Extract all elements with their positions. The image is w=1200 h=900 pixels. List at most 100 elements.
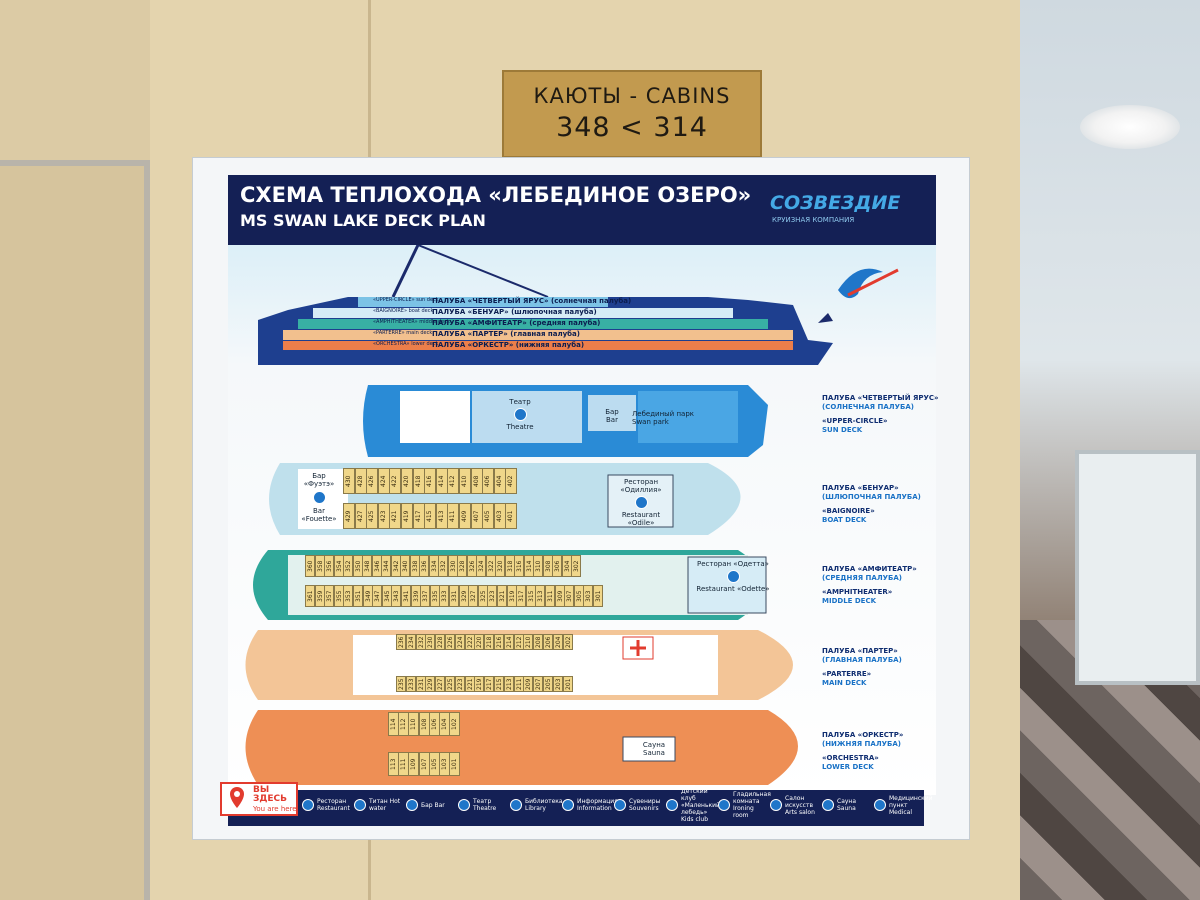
sun-deck-open-area (400, 391, 470, 443)
cabin-303: 303 (583, 585, 594, 607)
ceiling-light (1080, 105, 1180, 149)
plaque-range: 348 < 314 (556, 112, 708, 143)
cabin-410: 410 (459, 468, 471, 494)
cabin-110: 110 (408, 712, 420, 736)
sauna-room (622, 736, 676, 762)
cabin-214: 214 (503, 634, 514, 650)
cabin-311: 311 (545, 585, 555, 607)
cabin-358: 358 (314, 555, 325, 577)
cabin-419: 419 (401, 503, 413, 529)
side-short-main: «PARTERRE» main deck (373, 330, 433, 336)
cabin-427: 427 (354, 503, 367, 529)
swan-logo-icon (838, 268, 883, 299)
legend-item: Ресторан Restaurant (302, 795, 355, 815)
cabin-230: 230 (425, 634, 436, 650)
legend-bar (228, 790, 924, 826)
cabin-324: 324 (476, 555, 486, 577)
cabin-344: 344 (381, 555, 391, 577)
deck-label-orchestra: ПАЛУБА «ОРКЕСТР»(НИЖНЯЯ ПАЛУБА) «ORCHEST… (822, 731, 904, 771)
cabin-234: 234 (405, 634, 416, 650)
side-short-middle: «AMPHITHEATER» middle deck (373, 319, 450, 325)
cabin-224: 224 (454, 634, 465, 650)
cabin-342: 342 (390, 555, 401, 577)
cabin-223: 223 (454, 676, 465, 692)
cabin-308: 308 (542, 555, 553, 577)
legend-item: Детский клуб «Маленький лебедь» Kids clu… (666, 788, 720, 823)
cabin-421: 421 (389, 503, 402, 529)
cabin-304: 304 (561, 555, 572, 577)
odette-room (687, 556, 767, 614)
cabin-414: 414 (435, 468, 448, 494)
you-are-here-en: You are here (253, 805, 297, 813)
cabin-229: 229 (425, 676, 436, 692)
cabin-102: 102 (449, 712, 461, 736)
cabin-341: 341 (401, 585, 411, 607)
cabin-422: 422 (389, 468, 402, 494)
cabin-317: 317 (516, 585, 527, 607)
cabin-307: 307 (564, 585, 575, 607)
cabin-404: 404 (493, 468, 506, 494)
cabin-219: 219 (474, 676, 485, 692)
side-deck-main: ПАЛУБА «ПАРТЕР» (главная палуба) (432, 330, 580, 338)
legend-icon (510, 799, 522, 811)
cabin-228: 228 (435, 634, 446, 650)
cabin-225: 225 (445, 676, 455, 692)
odile-label: Ресторан «Одиллия» Restaurant «Odile» (620, 478, 662, 527)
cabin-314: 314 (523, 555, 534, 577)
cabins-plaque: КАЮТЫ - CABINS 348 < 314 (502, 70, 762, 158)
cabin-424: 424 (377, 468, 390, 494)
cabin-321: 321 (497, 585, 507, 607)
cabin-348: 348 (362, 555, 372, 577)
cabin-323: 323 (487, 585, 498, 607)
cabin-360: 360 (305, 555, 315, 577)
cabin-202: 202 (562, 634, 573, 650)
cabin-338: 338 (409, 555, 420, 577)
cabin-411: 411 (447, 503, 460, 529)
bar-fouette-label: Бар «Фуэтэ» Bar «Fouette» (301, 472, 337, 523)
cabin-405: 405 (482, 503, 495, 529)
cabin-347: 347 (372, 585, 383, 607)
side-amphitheater (298, 319, 768, 329)
cabin-322: 322 (485, 555, 496, 577)
deck-label-parterre: ПАЛУБА «ПАРТЕР»(ГЛАВНАЯ ПАЛУБА) «PARTERR… (822, 647, 902, 687)
cabin-218: 218 (484, 634, 495, 650)
cabin-301: 301 (593, 585, 603, 607)
legend-icon (562, 799, 574, 811)
cabin-204: 204 (552, 634, 563, 650)
cabin-430: 430 (343, 468, 355, 494)
theatre-room (472, 391, 582, 443)
ship-boom (417, 245, 549, 298)
legend-icon (718, 799, 730, 811)
cabin-350: 350 (352, 555, 363, 577)
odette-label: Ресторан «Одетта» Restaurant «Odette» (696, 560, 770, 593)
cabin-407: 407 (470, 503, 483, 529)
cabin-353: 353 (343, 585, 354, 607)
cabin-336: 336 (419, 555, 429, 577)
cabin-235: 235 (396, 676, 406, 692)
side-short-upper: «UPPER-CIRCLE» sun deck (373, 297, 439, 303)
ship-flag-icon (818, 313, 833, 323)
cabin-108: 108 (418, 712, 430, 736)
cabin-416: 416 (424, 468, 437, 494)
cabin-328: 328 (457, 555, 467, 577)
legend-item: Сувениры Souvenirs (614, 795, 667, 815)
legend-icon (406, 799, 418, 811)
cabin-423: 423 (377, 503, 390, 529)
side-parterre (283, 330, 793, 340)
location-pin-icon (230, 787, 244, 808)
cabin-346: 346 (371, 555, 382, 577)
cabin-331: 331 (449, 585, 459, 607)
cabin-201: 201 (562, 676, 573, 692)
legend-item: Гладильная комната Ironing room (718, 791, 771, 819)
cabin-313: 313 (535, 585, 546, 607)
cabin-210: 210 (523, 634, 534, 650)
legend-icon (770, 799, 782, 811)
cabin-306: 306 (552, 555, 562, 577)
cabin-334: 334 (428, 555, 439, 577)
legend-icon (354, 799, 366, 811)
cabin-408: 408 (470, 468, 483, 494)
side-upper-circle (358, 297, 608, 307)
